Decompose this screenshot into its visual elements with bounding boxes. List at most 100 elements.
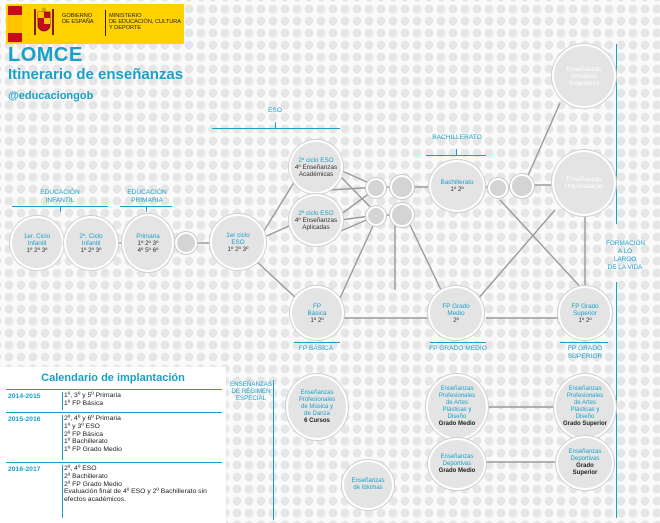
label-eso: ESO <box>268 107 282 114</box>
node-artes-plasticas-grado-medio[interactable]: Enseñanzas Profesionales de Artes Plásti… <box>426 374 488 440</box>
lifelong-bar-bottom <box>616 282 617 518</box>
node-detail: 1º 2º 3º <box>227 245 249 253</box>
calendar-row: 2016-2017 2º, 4º ESO 2º Bachillerato 2º … <box>6 462 222 520</box>
node-fp-basica[interactable]: FP Básica 1º 2º <box>290 286 344 340</box>
calendar-items: 2º, 4º y 6º Primaria 1º y 3º ESO 2º FP B… <box>64 415 219 454</box>
node-title: Enseñanzas Artísticas Superiores <box>566 65 602 87</box>
calendar-year: 2016-2017 <box>8 466 41 473</box>
node-deportivas-grado-medio[interactable]: Enseñanzas Deportivas Grado Medio <box>428 438 486 490</box>
bachillerato-bracket-tick <box>456 149 457 155</box>
calendar-item: 2º, 4º ESO <box>64 465 97 472</box>
node-eso-2do-ciclo-aplicadas[interactable]: 2º ciclo ESO 4º Enseñanzas Aplicadas <box>289 194 343 246</box>
node-detail: 4º Enseñanzas <box>294 163 338 171</box>
calendar-year: 2015-2016 <box>8 416 41 423</box>
node-title: 2º ciclo ESO <box>298 156 334 164</box>
fp-basica-bracket <box>294 342 340 343</box>
node-artes-plasticas-grado-superior[interactable]: Enseñanzas Profesionales de Artes Plásti… <box>554 374 616 440</box>
node-ensenanzas-universitarias[interactable]: Enseñanzas Universitarias <box>552 150 616 216</box>
label-fp-grado-superior: FP GRADO SUPERIOR <box>567 345 603 360</box>
node-title: FP Grado Medio <box>442 302 470 317</box>
node-ensenanzas-idiomas[interactable]: Enseñanzas de Idiomas <box>342 460 394 510</box>
connector-node <box>510 174 534 198</box>
node-title: Primaria <box>136 232 160 240</box>
node-detail: 6 Cursos <box>304 417 330 424</box>
node-eso-1er-ciclo[interactable]: 1er ciclo ESO 1º 2º 3º <box>210 214 266 270</box>
label-formacion-a-lo-largo-de-la-vida: FORMACIÓN A LO LARGO DE LA VIDA <box>606 240 646 271</box>
node-bachillerato[interactable]: Bachillerato 1º 2º <box>429 160 485 212</box>
eso-bracket <box>212 128 340 129</box>
node-eso-2do-ciclo-academicas[interactable]: 2º ciclo ESO 4º Enseñanzas Académicas <box>289 140 343 194</box>
calendar-divider <box>62 465 63 518</box>
label-educacion-infantil: EDUCACIÓN INFANTIL <box>40 189 80 204</box>
bachillerato-bracket <box>426 155 486 156</box>
connector-node <box>175 232 197 254</box>
page-title: LOMCE <box>8 44 83 66</box>
node-detail-2: 4º 5º 6º <box>137 246 159 254</box>
node-title: Enseñanzas de Idiomas <box>351 478 385 491</box>
node-detail: Grado Medio <box>438 421 476 427</box>
node-detail: 1º 2º 3º <box>26 246 48 254</box>
label-ensenanzas-regimen-especial: ENSEÑANZAS DE RÉGIMEN ESPECIAL <box>230 381 272 402</box>
node-infantil-1er-ciclo[interactable]: 1er. Ciclo Infantil 1º 2º 3º <box>10 216 64 270</box>
calendar-items: 2º, 4º ESO 2º Bachillerato 2º FP Grado M… <box>64 465 219 504</box>
calendar-row: 2015-2016 2º, 4º y 6º Primaria 1º y 3º E… <box>6 412 222 462</box>
spain-flag-icon <box>8 6 22 42</box>
calendar-item: 1º FP Básica <box>64 399 104 407</box>
node-detail: 1º 2º <box>310 316 324 324</box>
node-detail: 1º 2º 3º <box>80 246 102 254</box>
node-title: 1er. Ciclo Infantil <box>23 232 51 247</box>
node-detail-2: Académicas <box>298 170 334 178</box>
infantil-bracket-tick <box>60 206 61 212</box>
calendar-row: 2014-2015 1º, 3º y 5º Primaria 1º FP Bás… <box>6 389 222 412</box>
node-fp-grado-superior[interactable]: FP Grado Superior 1º 2º <box>558 286 612 340</box>
node-title: Bachillerato <box>440 179 474 186</box>
node-ensenanzas-musica-danza[interactable]: Enseñanzas Profesionales de Música y de … <box>286 374 348 440</box>
calendar-items: 1º, 3º y 5º Primaria 1º FP Básica <box>64 392 219 408</box>
label-fp-grado-medio: FP GRADO MEDIO <box>429 345 487 352</box>
node-detail: 2º <box>453 316 459 324</box>
node-detail: Grado Superior <box>562 421 607 427</box>
lifelong-bar-top <box>616 44 617 224</box>
regimen-especial-bar <box>273 380 274 520</box>
calendar-divider <box>62 415 63 460</box>
connector-node <box>390 175 414 199</box>
node-fp-grado-medio[interactable]: FP Grado Medio 2º <box>428 286 484 340</box>
node-title: Enseñanzas Profesionales de Artes Plásti… <box>566 386 604 420</box>
calendar-item: 2º Bachillerato <box>64 472 108 480</box>
node-title: Enseñanzas Deportivas <box>568 449 602 462</box>
twitter-handle: @educaciongob <box>8 90 94 102</box>
node-title: 2º. Ciclo Infantil <box>79 232 103 247</box>
primaria-bracket-tick <box>146 206 147 212</box>
connector-node <box>390 203 414 227</box>
calendar-item: 1º Bachillerato <box>64 438 108 446</box>
fp-superior-bracket <box>560 342 608 343</box>
node-infantil-2do-ciclo[interactable]: 2º. Ciclo Infantil 1º 2º 3º <box>64 216 118 270</box>
connector-node <box>488 178 508 198</box>
node-title: Enseñanzas Deportivas <box>440 453 474 467</box>
node-deportivas-grado-superior[interactable]: Enseñanzas Deportivas Grado Superior <box>556 436 614 490</box>
calendar-item: 2º FP Grado Medio <box>64 480 122 488</box>
node-detail: Grado Superior <box>572 463 598 476</box>
connector-node <box>366 178 386 198</box>
node-detail-2: Aplicadas <box>302 223 330 231</box>
coat-of-arms-icon <box>30 7 58 39</box>
calendar-item: 1º y 3º ESO <box>64 422 100 430</box>
government-label: GOBIERNO DE ESPAÑA <box>62 13 94 25</box>
node-detail: 1º 2º <box>578 316 592 324</box>
ministry-label: MINISTERIO DE EDUCACIÓN, CULTURA Y DEPOR… <box>109 13 181 31</box>
calendar-item: 2º, 4º y 6º Primaria <box>64 415 121 422</box>
page-subtitle: Itinerario de enseñanzas <box>8 66 184 83</box>
node-title: FP Básica <box>307 302 327 317</box>
node-detail: 4º Enseñanzas <box>294 216 338 224</box>
calendar-item: 2º FP Básica <box>64 430 104 438</box>
node-ensenanzas-artisticas-superiores[interactable]: Enseñanzas Artísticas Superiores <box>552 44 616 108</box>
label-educacion-primaria: EDUCACIÓN PRIMARIA <box>127 189 167 204</box>
node-title: Enseñanzas Profesionales de Artes Plásti… <box>438 386 476 420</box>
label-bachillerato: BACHILLERATO <box>432 134 482 141</box>
calendar-item: Evaluación final de 4º ESO y 2º Bachille… <box>64 488 207 504</box>
calendar-title: Calendario de implantación <box>6 368 220 390</box>
node-primaria[interactable]: Primaria 1º 2º 3º 4º 5º 6º <box>122 214 174 272</box>
node-title: 2º ciclo ESO <box>298 209 334 217</box>
label-fp-basica: FP BÁSICA <box>298 345 334 352</box>
